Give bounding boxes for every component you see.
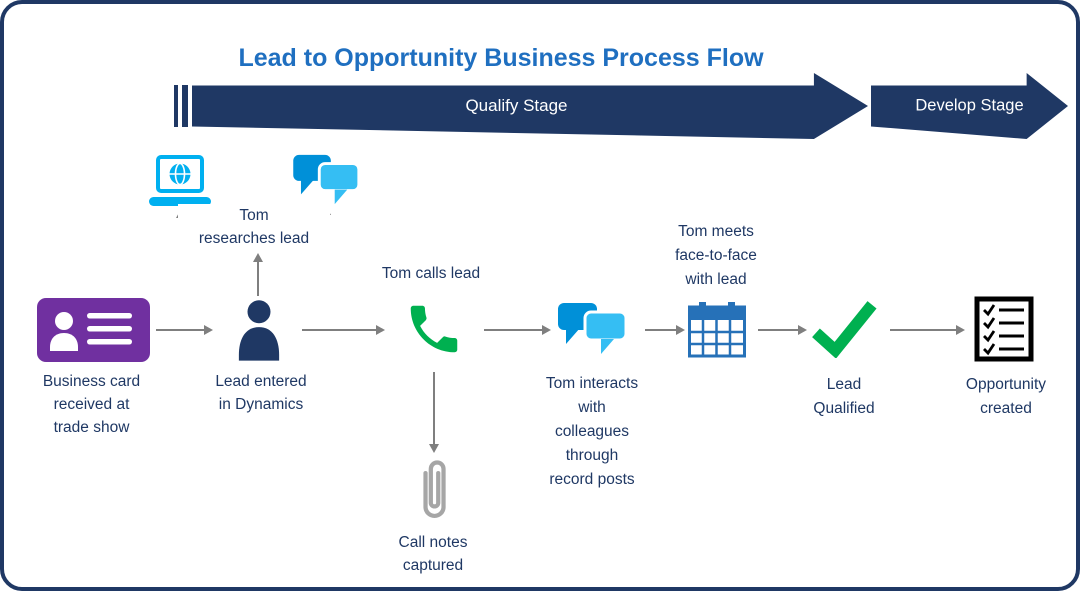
stage-banner-develop-label: Develop Stage xyxy=(915,96,1024,115)
chat-bubbles-icon xyxy=(293,154,361,205)
flow-arrow-line xyxy=(758,329,800,332)
flow-arrow-line xyxy=(645,329,678,332)
diagram-title: Lead to Opportunity Business Process Flo… xyxy=(238,44,764,72)
stage-banner-stripe xyxy=(174,85,178,127)
flow-arrow-line xyxy=(890,329,958,332)
checklist-icon xyxy=(974,296,1034,362)
step-label-lead-entered: Lead entered in Dynamics xyxy=(215,373,307,413)
step-label-tom-researches: Tom researches lead xyxy=(178,204,330,250)
flow-arrow-line xyxy=(302,329,378,332)
flow-arrow-head xyxy=(956,325,965,335)
flow-arrow-line xyxy=(484,329,544,332)
step-label-tom-interacts: Tom interacts with colleagues through re… xyxy=(545,375,639,488)
step-label-call-notes: Call notes captured xyxy=(398,534,468,574)
flow-arrow-head xyxy=(676,325,685,335)
flow-arrow-head xyxy=(376,325,385,335)
paperclip-icon xyxy=(423,460,446,519)
business-card-icon xyxy=(37,298,150,362)
calendar-icon xyxy=(688,302,746,358)
step-label-tom-meets: Tom meets face-to-face with lead xyxy=(675,223,757,288)
flow-arrow-head xyxy=(204,325,213,335)
person-to-research-line xyxy=(257,262,260,296)
flow-arrow-head xyxy=(798,325,807,335)
step-label-lead-qualified: Lead Qualified xyxy=(813,376,875,417)
flow-arrow-line xyxy=(156,329,206,332)
person-to-research-head xyxy=(253,253,263,262)
phone-icon xyxy=(410,305,458,353)
step-label-opportunity-created: Opportunity created xyxy=(965,376,1047,417)
phone-to-notes-line xyxy=(433,372,436,444)
step-label-business-card: Business card received at trade show xyxy=(42,373,141,436)
step-label-tom-calls: Tom calls lead xyxy=(381,265,481,282)
stage-banner-develop: Develop Stage xyxy=(871,73,1068,139)
chat-bubbles-icon xyxy=(558,303,628,354)
stage-banner-qualify-label: Qualify Stage xyxy=(465,96,568,115)
flow-arrow-head xyxy=(542,325,551,335)
checkmark-icon xyxy=(812,301,877,358)
laptop-globe-icon xyxy=(149,155,211,206)
stage-banner-qualify: Qualify Stage xyxy=(192,73,868,139)
phone-to-notes-head xyxy=(429,444,439,453)
person-icon xyxy=(238,300,280,361)
stage-banner-stripe xyxy=(182,85,188,127)
